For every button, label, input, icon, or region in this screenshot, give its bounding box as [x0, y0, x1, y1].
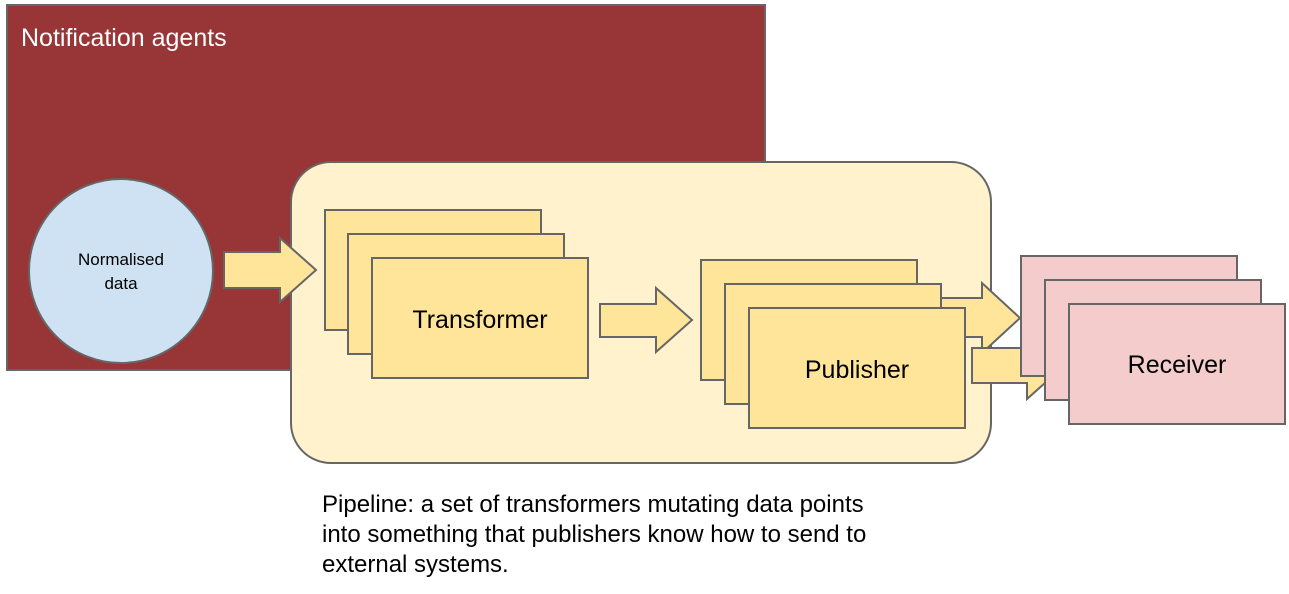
transformer-label: Transformer	[412, 306, 547, 334]
caption-line-2: into something that publishers know how …	[322, 521, 867, 548]
arrow-icon	[599, 285, 694, 355]
normalised-data-label-line2: data	[104, 274, 138, 293]
pipeline-caption: Pipeline: a set of transformers mutating…	[322, 490, 1022, 580]
normalised-data-node	[28, 178, 214, 364]
notification-agents-label: Notification agents	[21, 24, 227, 52]
receiver-card-front	[1068, 303, 1286, 425]
receiver-label: Receiver	[1128, 351, 1227, 379]
caption-line-1: Pipeline: a set of transformers mutating…	[322, 491, 864, 518]
publisher-label: Publisher	[805, 356, 909, 384]
publisher-card-front	[748, 307, 966, 429]
caption-line-3: external systems.	[322, 551, 509, 578]
transformer-card-front	[371, 257, 589, 379]
arrow-icon	[223, 235, 318, 305]
normalised-data-label-line1: Normalised	[78, 250, 164, 269]
